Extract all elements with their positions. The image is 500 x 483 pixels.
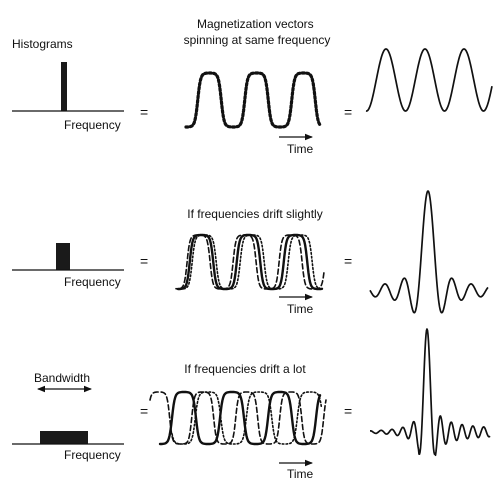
magnetization-vector-wave (184, 71, 322, 129)
magnetization-vector-wave (158, 390, 322, 446)
vectors-caption-line-1: Magnetization vectors (197, 17, 314, 31)
histogram-axis-label: Frequency (64, 448, 121, 462)
histogram-axis-label: Frequency (64, 118, 121, 132)
time-label: Time (287, 142, 314, 156)
equals-sign: = (140, 104, 148, 120)
histograms-title: Histograms (12, 37, 73, 51)
equals-sign: = (140, 253, 148, 269)
bandwidth-label: Bandwidth (34, 371, 90, 385)
equals-sign: = (344, 253, 352, 269)
magnetization-vector-wave (175, 234, 319, 290)
histogram-bar-wide (40, 431, 88, 444)
vectors-caption: If frequencies drift a lot (184, 362, 306, 376)
resultant-signal (369, 328, 491, 457)
magnetization-waves (175, 233, 325, 291)
magnetization-vector-wave (179, 234, 325, 290)
equals-sign: = (140, 403, 148, 419)
equals-sign: = (344, 403, 352, 419)
histogram-bar-medium (56, 243, 70, 270)
equals-sign: = (344, 104, 352, 120)
magnetization-waves (184, 71, 322, 129)
magnetization-waves (149, 390, 327, 446)
time-label: Time (287, 467, 314, 481)
histogram-axis-label: Frequency (64, 275, 121, 289)
vectors-caption: Magnetization vectors spinning at same f… (184, 17, 331, 47)
vectors-caption: If frequencies drift slightly (187, 207, 322, 221)
histogram-bar-narrow (61, 62, 67, 111)
resultant-signal (369, 190, 489, 314)
vectors-caption-line-2: spinning at same frequency (184, 33, 331, 47)
time-label: Time (287, 302, 314, 316)
resultant-signal (365, 48, 493, 112)
row-slight-drift: Frequency = If frequencies drift slightl… (12, 190, 489, 316)
row-same-frequency: Histograms Frequency = Magnetization vec… (12, 17, 493, 156)
magnetization-vector-wave (171, 391, 323, 445)
row-large-drift: Bandwidth Frequency = If frequencies dri… (12, 328, 491, 481)
